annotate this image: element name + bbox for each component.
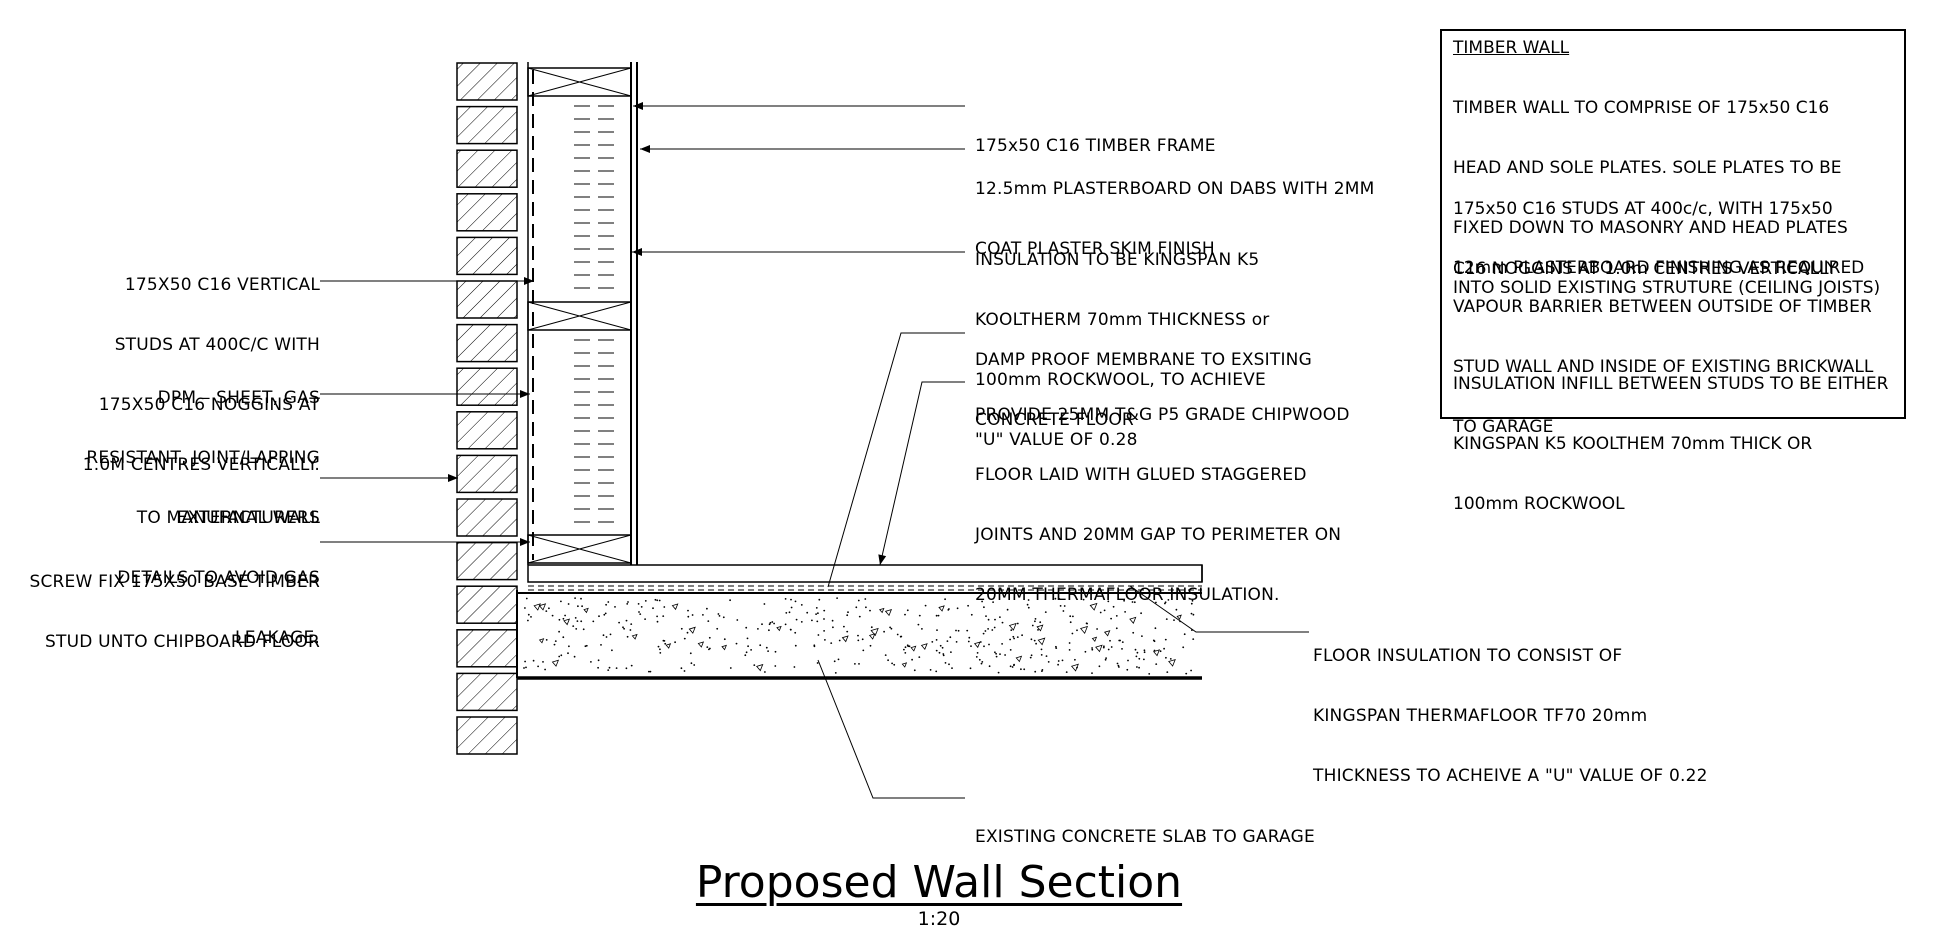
label-chipwood: PROVIDE 25MM T&G P5 GRADE CHIPWOOD FLOOR… [975, 365, 1350, 625]
notes-paragraph-4: VAPOUR BARRIER BETWEEN OUTSIDE OF TIMBER… [1453, 257, 1873, 457]
label-plasterboard: 12.5mm PLASTERBOARD ON DABS WITH 2MM COA… [975, 139, 1374, 279]
brick [456, 411, 518, 450]
nogging [527, 301, 632, 331]
label-line: SCREW FIX 175X50 BASE TIMBER [29, 572, 320, 592]
brick [456, 585, 518, 624]
note-line: 12mm PLASTERBOARD FINISHING AS REQUIRED [1453, 258, 1865, 278]
note-line: TO GARAGE [1453, 417, 1554, 437]
label-line: 1.0M CENTRES VERTICALLY. [82, 455, 320, 475]
label-line: 175X50 C16 NOGGINS AT [98, 395, 320, 415]
label-line: DAMP PROOF MEMBRANE TO EXSITING [975, 350, 1312, 370]
note-line: 100mm ROCKWOOL [1453, 494, 1625, 514]
notes-paragraph-1: TIMBER WALL TO COMPRISE OF 175x50 C16 HE… [1453, 58, 1880, 318]
note-line: INTO SOLID EXISTING STRUTURE (CEILING JO… [1453, 278, 1881, 298]
drawing-scale: 1:20 [917, 908, 961, 930]
note-line: VAPOUR BARRIER BETWEEN OUTSIDE OF TIMBER [1453, 297, 1872, 317]
note-line: HEAD AND SOLE PLATES. SOLE PLATES TO BE [1453, 158, 1842, 178]
label-line: COAT PLASTER SKIM FINISH [975, 239, 1215, 259]
label-studs: 175X50 C16 VERTICAL STUDS AT 400C/C WITH… [40, 235, 320, 495]
label-line: KOOLTHERM 70mm THICKNESS or [975, 310, 1270, 330]
label-floor-insulation: FLOOR INSULATION TO CONSIST OF KINGSPAN … [1313, 606, 1708, 806]
notes-paragraph-2: 175x50 C16 STUDS AT 400c/c, WITH 175x50 … [1453, 159, 1837, 299]
label-external-wall: EXTERNAL WALL [40, 468, 320, 548]
label-line: STUD UNTO CHIPBOARD FLOOR [45, 632, 320, 652]
brick [456, 280, 518, 319]
label-line: RESISTANT, JOINT/LAPPING [86, 448, 320, 468]
note-line: STUD WALL AND INSIDE OF EXISTING BRICKWA… [1453, 357, 1874, 377]
brick [456, 672, 518, 712]
brick [456, 62, 518, 101]
label-line: "U" VALUE OF 0.28 [975, 430, 1138, 450]
label-line: INSULATION TO BE KINGSPAN K5 [975, 250, 1260, 270]
label-line: 20MM THERMAFLOOR INSULATION. [975, 585, 1280, 605]
label-line: STUDS AT 400C/C WITH [114, 335, 320, 355]
floor-build-up [516, 564, 1203, 680]
notes-paragraph-5: INSULATION INFILL BETWEEN STUDS TO BE EI… [1453, 334, 1888, 534]
label-timber-frame: 175x50 C16 TIMBER FRAME [975, 96, 1216, 176]
label-line: CONCRETE FLOOR [975, 410, 1134, 430]
label-line: 12.5mm PLASTERBOARD ON DABS WITH 2MM [975, 179, 1375, 199]
label-line: DPM – SHEET, GAS [157, 388, 320, 408]
brick [456, 367, 518, 406]
label-line: LEAKAGE. [235, 628, 320, 648]
sole-plate [527, 534, 632, 564]
label-line: 175x50 C16 TIMBER FRAME [975, 136, 1216, 156]
brick [456, 105, 518, 145]
label-line: 100mm ROCKWOOL, TO ACHIEVE [975, 370, 1266, 390]
label-line: TO MANUFACTURERS [136, 508, 320, 528]
brick [456, 498, 518, 537]
head-plate [527, 67, 632, 97]
brick [456, 454, 518, 494]
concrete-slab [523, 597, 1195, 675]
brick [456, 629, 518, 668]
brick [456, 193, 518, 232]
label-line: EXTERNAL WALL [176, 508, 320, 528]
notes-paragraph-3: 12mm PLASTERBOARD FINISHING AS REQUIRED [1453, 218, 1864, 298]
label-line: KINGSPAN THERMAFLOOR TF70 20mm [1313, 706, 1648, 726]
leader-lines [320, 102, 1309, 799]
wall-insulation [574, 105, 614, 523]
label-insulation: INSULATION TO BE KINGSPAN K5 KOOLTHERM 7… [975, 210, 1270, 470]
timber-stud-wall [527, 62, 638, 565]
brick [456, 716, 518, 755]
note-line: INSULATION INFILL BETWEEN STUDS TO BE EI… [1453, 374, 1889, 394]
label-line: THICKNESS TO ACHEIVE A "U" VALUE OF 0.22 [1313, 766, 1708, 786]
label-line: FLOOR INSULATION TO CONSIST OF [1313, 646, 1623, 666]
note-line: FIXED DOWN TO MASONRY AND HEAD PLATES [1453, 218, 1848, 238]
note-line: C16 NOGGINS AT 1.0m CENTRES VERTICALLY [1453, 259, 1837, 279]
label-line: DETAILS TO AVOID GAS [117, 568, 320, 588]
brick [456, 149, 518, 188]
external-brick-wall [456, 62, 518, 755]
label-base-stud: SCREW FIX 175X50 BASE TIMBER STUD UNTO C… [8, 532, 320, 672]
note-line: KINGSPAN K5 KOOLTHEM 70mm THICK OR [1453, 434, 1813, 454]
brick [456, 236, 518, 276]
note-line: 175x50 C16 STUDS AT 400c/c, WITH 175x50 [1453, 199, 1833, 219]
brick [456, 541, 518, 581]
brick [456, 323, 518, 363]
note-line: TIMBER WALL TO COMPRISE OF 175x50 C16 [1453, 98, 1830, 118]
label-dpm: DPM – SHEET, GAS RESISTANT, JOINT/LAPPIN… [40, 348, 320, 668]
label-line: EXISTING CONCRETE SLAB TO GARAGE [975, 827, 1315, 847]
label-line: FLOOR LAID WITH GLUED STAGGERED [975, 465, 1307, 485]
notes-heading: TIMBER WALL [1453, 38, 1570, 58]
notes-box [1440, 29, 1906, 419]
label-line: 175X50 C16 VERTICAL [124, 275, 320, 295]
label-line: PROVIDE 25MM T&G P5 GRADE CHIPWOOD [975, 405, 1350, 425]
label-dpm-floor: DAMP PROOF MEMBRANE TO EXSITING CONCRETE… [975, 310, 1312, 450]
label-slab: EXISTING CONCRETE SLAB TO GARAGE [975, 787, 1315, 867]
label-line: JOINTS AND 20MM GAP TO PERIMETER ON [975, 525, 1342, 545]
drawing-title: Proposed Wall Section [695, 857, 1183, 908]
